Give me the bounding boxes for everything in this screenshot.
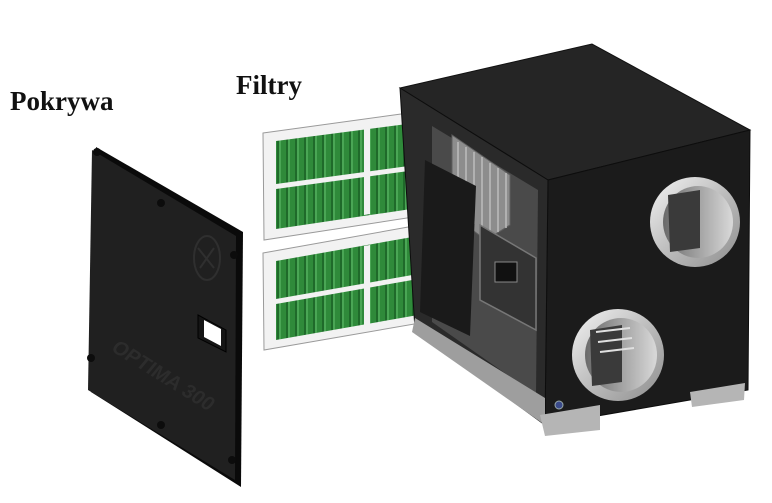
cover-logo-emboss-icon	[193, 235, 221, 281]
cover-logo-mark-icon	[197, 247, 215, 269]
status-led-icon	[554, 400, 564, 410]
cover-panel-face	[88, 150, 236, 480]
control-box	[494, 261, 518, 283]
filters-label: Filtry	[236, 70, 302, 100]
cover-bolt	[228, 456, 236, 464]
duct-inner-shadow	[668, 190, 700, 252]
cover-bolt	[157, 199, 165, 207]
cover-bolt	[93, 148, 101, 156]
duct-opening-upper	[650, 177, 740, 267]
cover-bolt	[157, 421, 165, 429]
filter-divider	[276, 162, 438, 189]
duct-fan-blades-icon	[595, 327, 635, 353]
ventilation-unit	[398, 43, 752, 436]
cover-display-screen	[204, 320, 221, 346]
duct-inner-shadow	[590, 325, 622, 386]
duct-opening-lower	[572, 309, 664, 401]
unit-side-door	[420, 160, 476, 336]
cover-bolt	[230, 251, 238, 259]
cover-panel: OPTIMA 300	[87, 147, 243, 487]
unit-foot	[540, 405, 600, 436]
filter-divider	[276, 274, 418, 304]
filter-divider	[364, 128, 370, 215]
unit-foot	[690, 383, 745, 407]
cover-bolt	[87, 354, 95, 362]
cover-label: Pokrywa	[10, 86, 114, 116]
unit-base-tray	[412, 318, 545, 425]
filter-divider	[364, 245, 370, 327]
